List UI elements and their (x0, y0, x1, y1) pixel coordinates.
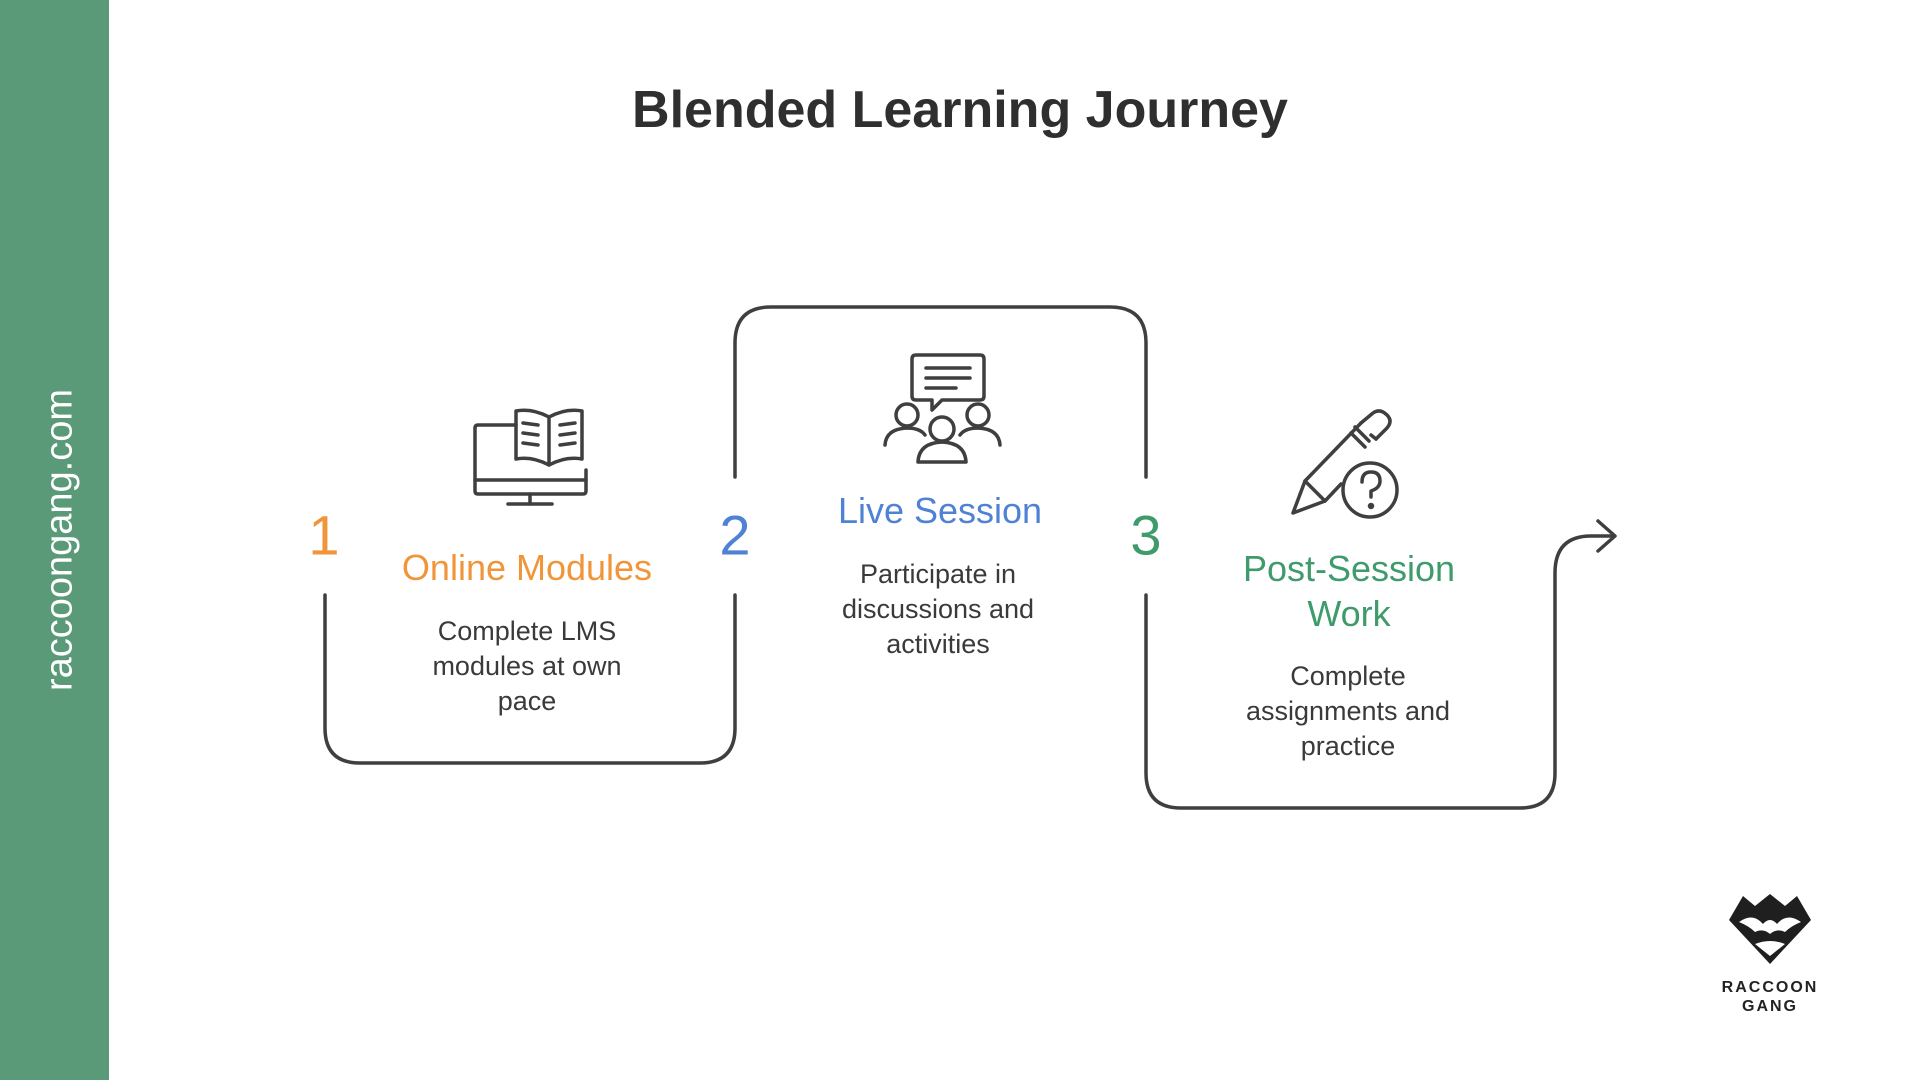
pencil-question-icon (1291, 409, 1399, 519)
step2-title: Live Session (837, 490, 1043, 531)
step1-description: Complete LMS modules at own pace (432, 616, 622, 716)
raccoon-gang-logo-icon (1729, 894, 1811, 964)
step3-title: Post-Session Work (1242, 548, 1456, 634)
laptop-book-icon (473, 408, 588, 506)
step1-number: 1 (308, 503, 340, 567)
group-discussion-icon (883, 353, 1002, 464)
sidebar: raccoongang.com (0, 0, 109, 1080)
step1-title: Online Modules (401, 547, 653, 588)
arrow-head-icon (1596, 519, 1617, 553)
step3-number: 3 (1130, 503, 1162, 567)
step2-frame (733, 305, 1148, 479)
step2-number: 2 (719, 503, 751, 567)
step3-description: Complete assignments and practice (1245, 661, 1451, 761)
step1-frame (323, 593, 737, 765)
diagram-title: Blended Learning Journey (632, 81, 1288, 139)
logo-text: RACCOON GANG (1721, 979, 1819, 1015)
step2-description: Participate in discussions and activitie… (841, 559, 1035, 659)
step3-frame (1144, 534, 1616, 810)
